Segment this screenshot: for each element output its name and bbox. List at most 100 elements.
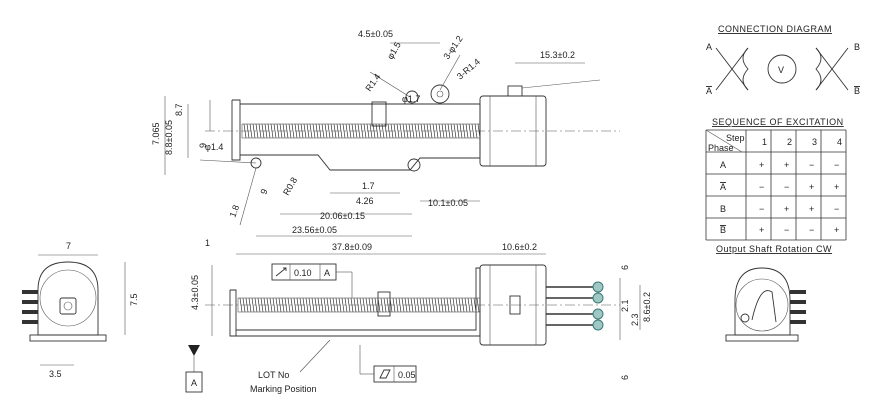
datum-label: A [191,378,197,388]
dim-2-1: 2.1 [620,299,630,312]
thread-line [287,297,291,313]
dim-10-1: 10.1±0.05 [428,198,468,208]
phase-b: B [720,204,726,214]
cell-a-1: + [759,160,764,170]
phase-a: A [720,160,726,170]
terminal-pin [22,320,38,324]
thread-line [341,297,345,313]
thread-line [345,123,349,139]
thread-line [467,297,471,313]
dim-23-56: 23.56±0.05 [292,225,337,235]
dim-1: 1 [205,238,210,248]
step-3: 3 [812,137,817,147]
lead-wire [521,79,601,89]
thread-line [395,297,399,313]
cell-b-4: − [834,204,839,214]
terminal-a: A [706,42,712,52]
dim-7: 7 [66,241,71,251]
dim-7-065: 7.065 [151,122,161,145]
dim-3-5: 3.5 [49,369,62,379]
dim-2-3: 2.3 [630,313,640,326]
terminal-pins [22,290,38,324]
thread-line [323,297,327,313]
cylindricity-icon [379,369,391,379]
slider-nut [371,101,387,127]
step-4: 4 [837,137,842,147]
leader-line [369,71,411,98]
cell-abar-3: + [809,182,814,192]
terminal-b: B [854,42,860,52]
lot-leader [299,339,331,373]
mount-hole [407,158,421,172]
dim-10-6: 10.6±0.2 [502,242,537,252]
wire-connector [592,292,604,304]
dim-8-6: 8.6±0.2 [642,292,652,322]
thread-line [471,123,475,139]
dim-4-3: 4.3±0.05 [190,275,200,310]
connection-title: CONNECTION DIAGRAM [718,24,832,34]
end-view-shaft-hole [63,301,73,311]
dim-4-26: 4.26 [356,196,374,206]
leader-line [439,54,461,91]
terminal-pin [790,320,806,324]
thread-line [431,297,435,313]
runout-icon [275,267,287,277]
thread-line [305,297,309,313]
end-view-housing [734,267,791,336]
thread-line [269,297,273,313]
dim-r1-4: R1.4 [363,72,382,93]
rotation-note: Output Shaft Rotation CW [716,244,832,254]
frame-end-plate [229,289,237,337]
thread-line [435,123,439,139]
dim-4-5: 4.5±0.05 [358,29,393,39]
dim-6-bot: 6 [620,375,630,380]
table-diagonal [705,129,743,153]
header-step: Step [726,133,745,143]
terminal-pins [790,290,806,324]
wire-connector [592,319,604,331]
terminal-pin [22,310,38,314]
excitation-table: SEQUENCE OF EXCITATION Step Phase 1 2 3 … [705,117,847,254]
runout-datum: A [324,268,330,278]
coil-wire [815,47,849,91]
right-end-view [725,267,806,342]
cell-abar-4: + [834,182,839,192]
excitation-title: SEQUENCE OF EXCITATION [712,117,844,127]
cell-a-4: − [834,160,839,170]
cell-bbar-1: + [759,225,764,235]
connection-diagram: CONNECTION DIAGRAM A A B B V [706,24,860,96]
end-view-shaft [59,297,77,315]
mount-hole-inner [436,90,444,98]
thread-line [453,123,457,139]
end-view-flange [735,278,789,332]
thread-line [273,123,277,139]
dim-7-5: 7.5 [129,293,139,306]
terminal-b-bar: B [854,86,860,96]
thread-line [417,123,421,139]
terminal-pin [22,300,38,304]
dim-phi1-7: φ1.7 [402,94,420,104]
phase-b-bar: B [720,225,726,235]
end-view-base [725,334,799,342]
wire-connector [592,308,604,320]
spring-clip [751,290,777,323]
cell-b-3: + [809,204,814,214]
left-end-view: 7 7.5 3.5 [22,241,139,379]
thread-line [363,123,367,139]
datum-box [185,371,203,393]
cell-abar-2: − [784,182,789,192]
rotor-label: V [778,65,784,75]
cell-b-1: − [759,204,764,214]
cell-b-2: + [784,204,789,214]
cell-bbar-3: − [809,225,814,235]
terminal-pin [22,290,38,294]
excitation-grid [705,129,847,241]
header-phase: Phase [708,143,734,153]
dim-6-top: 6 [620,265,630,270]
terminal-pin [790,290,806,294]
cylindricity-value: 0.05 [398,370,416,380]
phase-a-bar: A [720,182,726,192]
dim-37-8: 37.8±0.09 [332,242,372,252]
frame-outline [236,267,481,337]
dim-3-phi1-2: 3-φ1.2 [441,34,464,61]
